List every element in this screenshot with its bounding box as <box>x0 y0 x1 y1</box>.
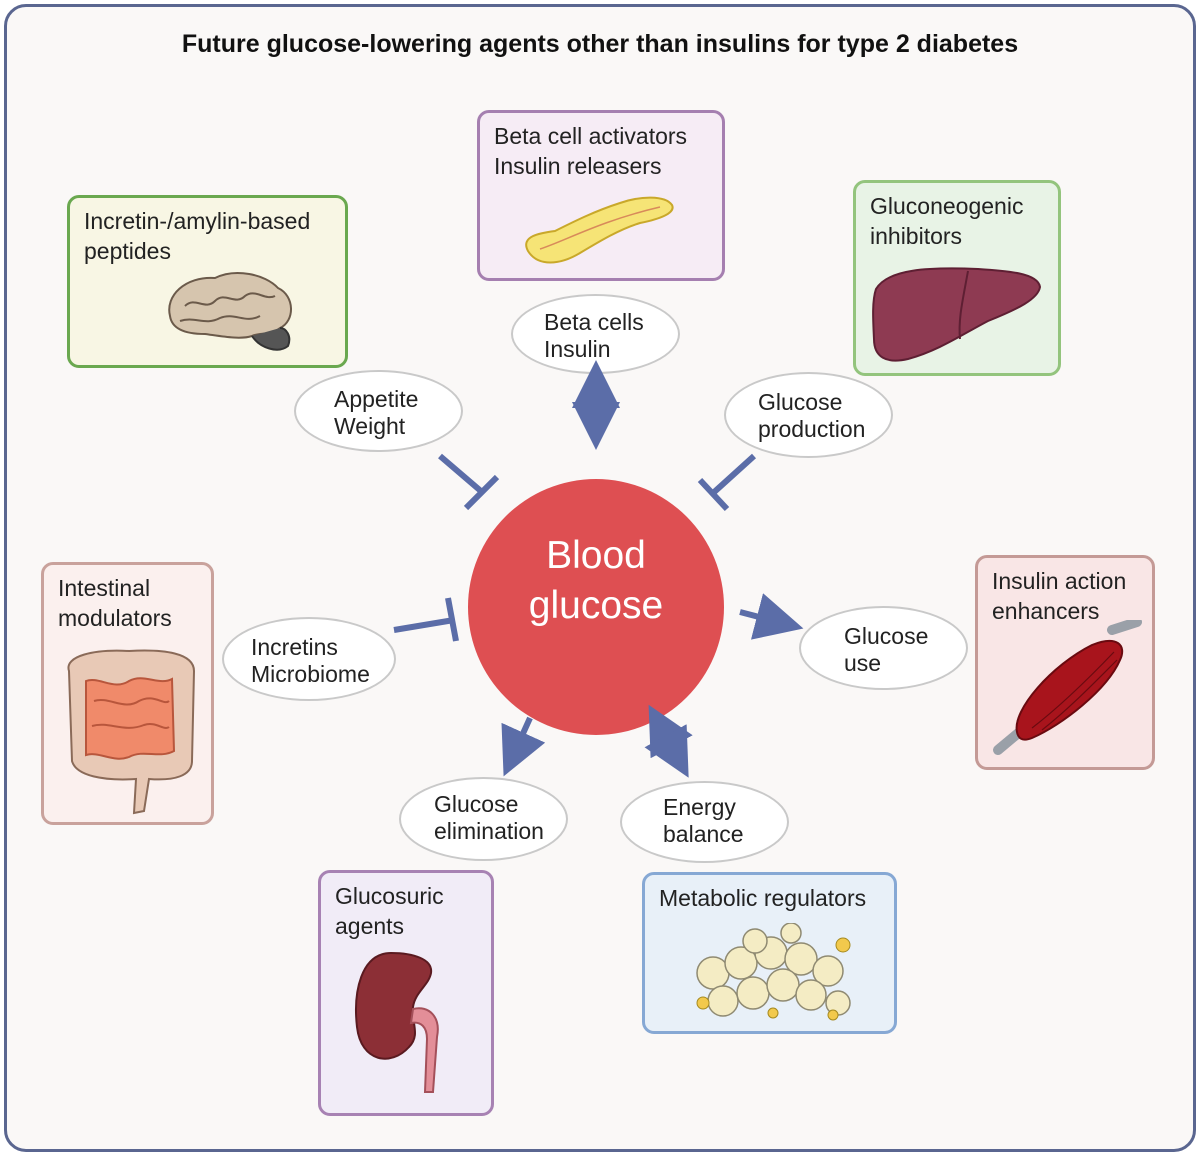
glucose-elimination-oval-label: Glucose elimination <box>434 791 544 844</box>
incretins-oval-label: Incretins Microbiome <box>251 634 370 687</box>
brain-icon <box>168 272 292 351</box>
glucosuric-box: Glucosuric agents <box>318 870 494 1116</box>
metabolic-box-label: Metabolic regulators <box>659 885 867 911</box>
betacells-oval-label: Beta cells Insulin <box>544 309 644 362</box>
glucose-elimination-arrow <box>501 716 546 777</box>
energy-balance-oval: Energy balance <box>620 781 789 863</box>
insulin-action-box-label: Insulin action enhancers <box>992 568 1127 624</box>
glucosuric-box-label: Glucosuric agents <box>335 883 444 939</box>
gluconeogenic-box: Gluconeogenic inhibitors <box>853 180 1061 376</box>
glucose-elimination-oval: Glucose elimination <box>399 777 568 861</box>
glucose-use-oval: Glucose use <box>799 606 968 690</box>
intestinal-box: Intestinal modulators <box>41 562 214 825</box>
appetite-inhibitor <box>438 453 500 511</box>
glucose-production-inhibitor <box>697 453 757 512</box>
intestine-icon <box>67 649 196 815</box>
energy-balance-oval-label: Energy balance <box>663 794 744 847</box>
pancreas-icon <box>525 196 674 264</box>
beta-box: Beta cell activators Insulin releasers <box>477 110 725 281</box>
beta-box-label: Beta cell activators Insulin releasers <box>494 123 688 179</box>
blood-glucose-label: Blood glucose <box>528 534 664 627</box>
incretin-box: Incretin-/amylin-based peptides <box>67 195 348 368</box>
kidney-icon <box>355 951 439 1093</box>
glucose-use-oval-label: Glucose use <box>844 623 929 676</box>
incretins-oval: Incretins Microbiome <box>222 617 396 701</box>
blood-glucose-circle: Blood glucose <box>468 479 724 735</box>
glucose-production-oval: Glucose production <box>724 372 893 458</box>
muscle-icon <box>993 620 1142 755</box>
metabolic-box: Metabolic regulators <box>642 872 897 1034</box>
glucose-use-arrow <box>739 593 804 640</box>
incretins-inhibitor <box>393 597 459 642</box>
intestinal-box-label: Intestinal modulators <box>58 575 172 631</box>
glucose-production-oval-label: Glucose production <box>758 389 866 442</box>
diagram-title: Future glucose-lowering agents other tha… <box>181 30 1019 58</box>
appetite-oval-label: Appetite Weight <box>334 386 419 439</box>
adipocytes-icon <box>696 923 851 1021</box>
incretin-box-label: Incretin-/amylin-based peptides <box>84 208 311 264</box>
liver-icon <box>872 267 1042 362</box>
gluconeogenic-box-label: Gluconeogenic inhibitors <box>870 193 1024 249</box>
betacells-oval: Beta cells Insulin <box>511 294 680 374</box>
energy-balance-double-arrow <box>644 704 693 778</box>
insulin-action-box: Insulin action enhancers <box>975 555 1155 770</box>
appetite-oval: Appetite Weight <box>294 370 463 452</box>
